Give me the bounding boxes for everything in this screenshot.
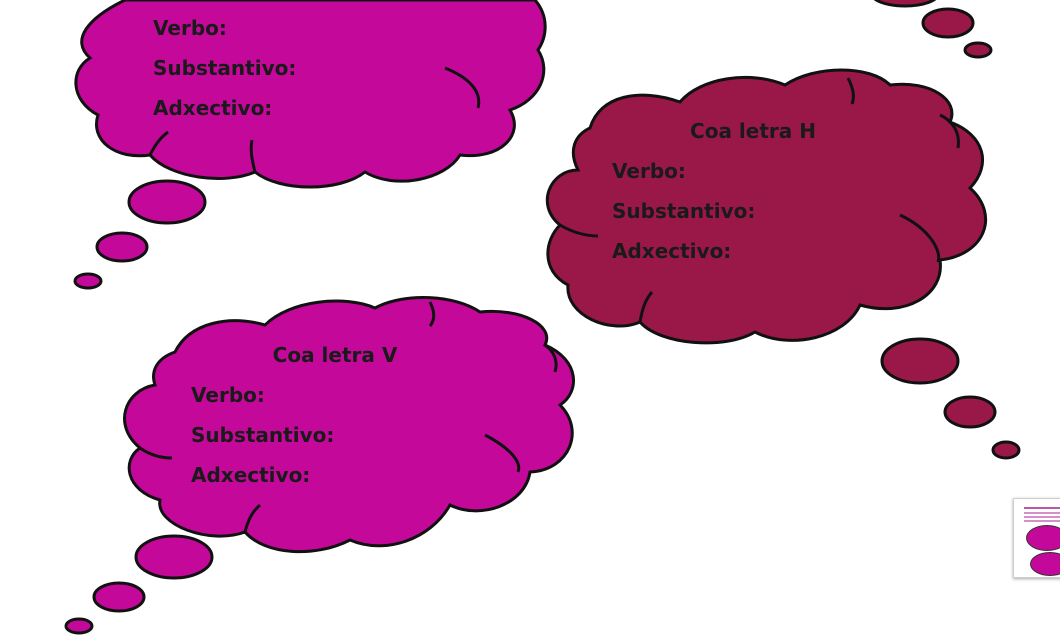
- noun-label: Substantivo:: [612, 199, 755, 223]
- noun-label: Substantivo:: [191, 423, 334, 447]
- cloud-title: Coa letra H: [690, 119, 816, 143]
- thought-cloud-top-left: Verbo: Substantivo: Adxectivo:: [74, 0, 547, 189]
- verb-label: Verbo:: [153, 16, 227, 40]
- cloud-title: Coa letra V: [273, 343, 398, 367]
- adjective-label: Adxectivo:: [153, 96, 272, 120]
- thought-cloud-letter-h: Coa letra H Verbo: Substantivo: Adxectiv…: [545, 68, 988, 345]
- cloud-shape: [545, 68, 988, 345]
- thought-bubbles-letter-v: [64, 534, 214, 635]
- thought-bubbles-top-left: [73, 179, 207, 290]
- thought-cloud-letter-v: Coa letra V Verbo: Substantivo: Adxectiv…: [123, 295, 575, 554]
- noun-label: Substantivo:: [153, 56, 296, 80]
- adjective-label: Adxectivo:: [191, 463, 310, 487]
- thought-bubbles-letter-h: [880, 337, 1021, 460]
- thought-bubbles-top-right: [873, 0, 993, 59]
- verb-label: Verbo:: [191, 383, 265, 407]
- verb-label: Verbo:: [612, 159, 686, 183]
- cloud-shape: [123, 295, 575, 554]
- page-thumbnail-icon[interactable]: [1013, 498, 1060, 578]
- cloud-shape: [74, 0, 547, 189]
- adjective-label: Adxectivo:: [612, 239, 731, 263]
